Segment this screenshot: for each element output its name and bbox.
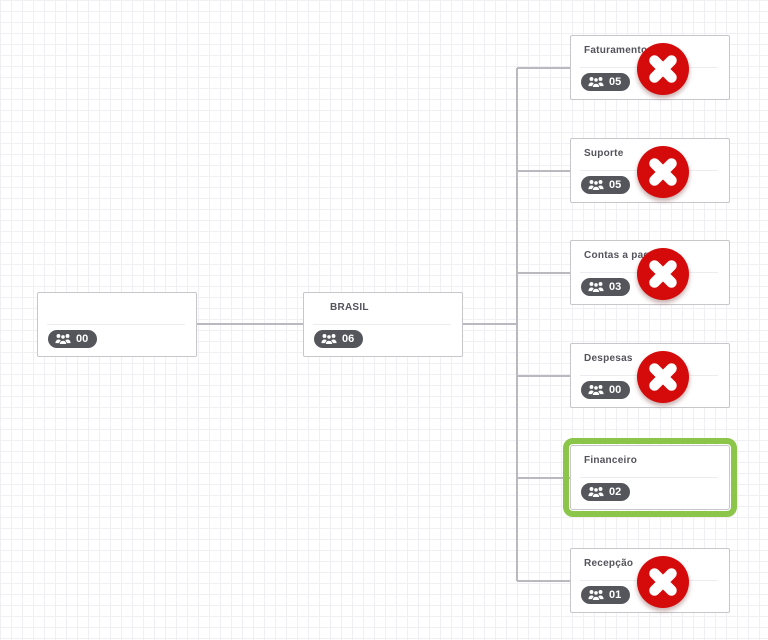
- member-count-badge: 00: [581, 381, 631, 399]
- node-title: Faturamento: [584, 45, 648, 56]
- member-count-badge: 06: [314, 330, 364, 348]
- node-title: BRASIL: [330, 302, 369, 313]
- users-icon: [321, 333, 337, 345]
- x-circle-icon[interactable]: [637, 248, 689, 300]
- divider: [313, 324, 451, 325]
- node-despesas[interactable]: Despesas 00: [570, 343, 730, 408]
- member-count: 03: [609, 281, 622, 293]
- node-title: Suporte: [584, 148, 624, 159]
- member-count: 02: [609, 486, 622, 498]
- x-circle-icon[interactable]: [637, 43, 689, 95]
- node-suporte[interactable]: Suporte 05: [570, 138, 730, 203]
- node-title: Despesas: [584, 353, 633, 364]
- member-count: 05: [609, 179, 622, 191]
- member-count-badge: 05: [581, 73, 631, 91]
- member-count: 05: [609, 76, 622, 88]
- users-icon: [588, 179, 604, 191]
- x-icon: [649, 363, 677, 391]
- x-circle-icon[interactable]: [637, 556, 689, 608]
- node-root[interactable]: 00: [37, 292, 197, 357]
- node-brasil[interactable]: BRASIL 06: [303, 292, 463, 357]
- member-count: 00: [609, 384, 622, 396]
- divider: [47, 324, 185, 325]
- node-financeiro[interactable]: Financeiro 02: [563, 438, 737, 517]
- x-icon: [649, 55, 677, 83]
- node-faturamento[interactable]: Faturamento 05: [570, 35, 730, 100]
- node-title: Contas a pagar: [584, 250, 660, 261]
- member-count-badge: 03: [581, 278, 631, 296]
- x-icon: [649, 158, 677, 186]
- x-icon: [649, 260, 677, 288]
- users-icon: [588, 589, 604, 601]
- users-icon: [588, 486, 604, 498]
- node-contas-a-pagar[interactable]: Contas a pagar 03: [570, 240, 730, 305]
- member-count: 06: [342, 333, 355, 345]
- member-count-badge: 05: [581, 176, 631, 194]
- member-count-badge: 01: [581, 586, 631, 604]
- member-count-badge: 02: [581, 483, 631, 501]
- users-icon: [588, 76, 604, 88]
- users-icon: [55, 333, 71, 345]
- x-circle-icon[interactable]: [637, 146, 689, 198]
- x-circle-icon[interactable]: [637, 351, 689, 403]
- users-icon: [588, 384, 604, 396]
- member-count: 00: [76, 333, 89, 345]
- member-count-badge: 00: [48, 330, 98, 348]
- node-recepcao[interactable]: Recepção 01: [570, 548, 730, 613]
- users-icon: [588, 281, 604, 293]
- node-title: Recepção: [584, 558, 634, 569]
- member-count: 01: [609, 589, 622, 601]
- x-icon: [649, 568, 677, 596]
- node-title: Financeiro: [584, 455, 638, 466]
- divider: [580, 477, 718, 478]
